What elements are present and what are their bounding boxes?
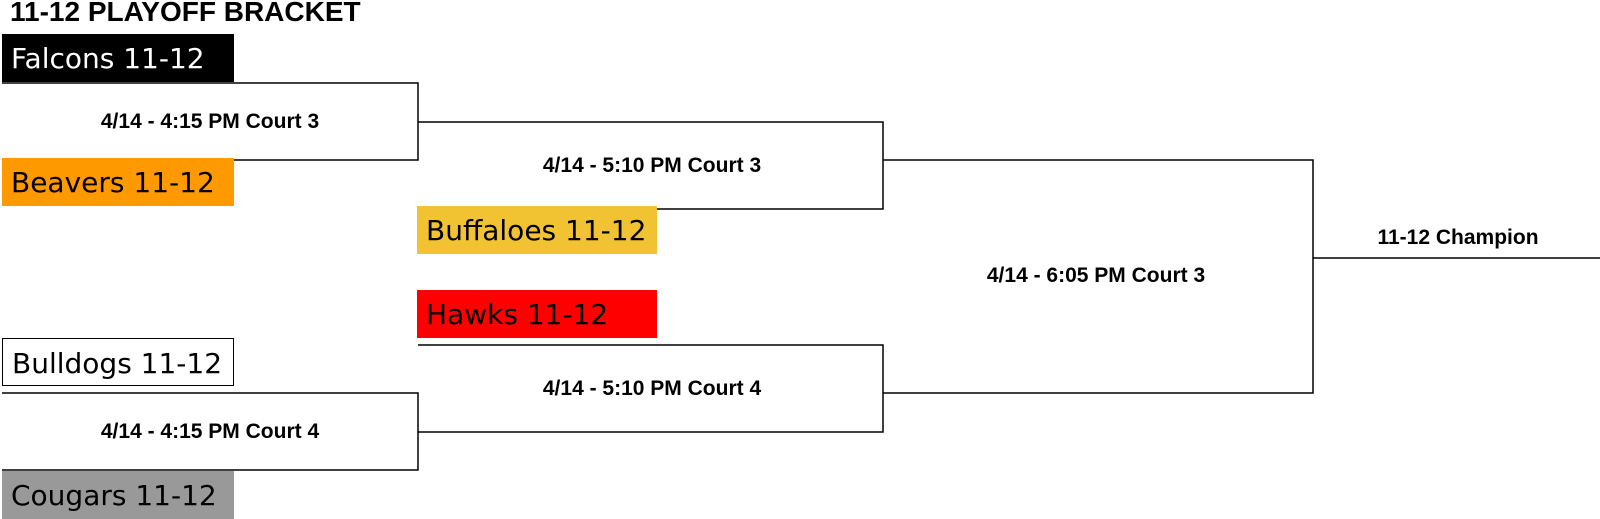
game-final: 4/14 - 6:05 PM Court 3 [986, 264, 1206, 287]
game-round2-bottom: 4/14 - 5:10 PM Court 4 [542, 377, 762, 400]
team-falcons: Falcons 11-12 [2, 34, 234, 82]
bracket-title: 11-12 PLAYOFF BRACKET [10, 0, 361, 27]
team-cougars: Cougars 11-12 [2, 471, 234, 519]
game-round2-top: 4/14 - 5:10 PM Court 3 [542, 154, 762, 177]
bracket-lines [2, 82, 1600, 471]
team-beavers: Beavers 11-12 [2, 158, 234, 206]
game-round1-top: 4/14 - 4:15 PM Court 3 [100, 110, 320, 133]
team-hawks: Hawks 11-12 [417, 290, 657, 338]
team-buffaloes: Buffaloes 11-12 [417, 206, 657, 254]
bracket-line-final [883, 159, 1314, 394]
game-round1-bottom: 4/14 - 4:15 PM Court 4 [100, 420, 320, 443]
bracket-line-r2-bottom [418, 344, 884, 433]
team-bulldogs: Bulldogs 11-12 [2, 338, 234, 386]
champion-label: 11-12 Champion [1377, 226, 1539, 249]
